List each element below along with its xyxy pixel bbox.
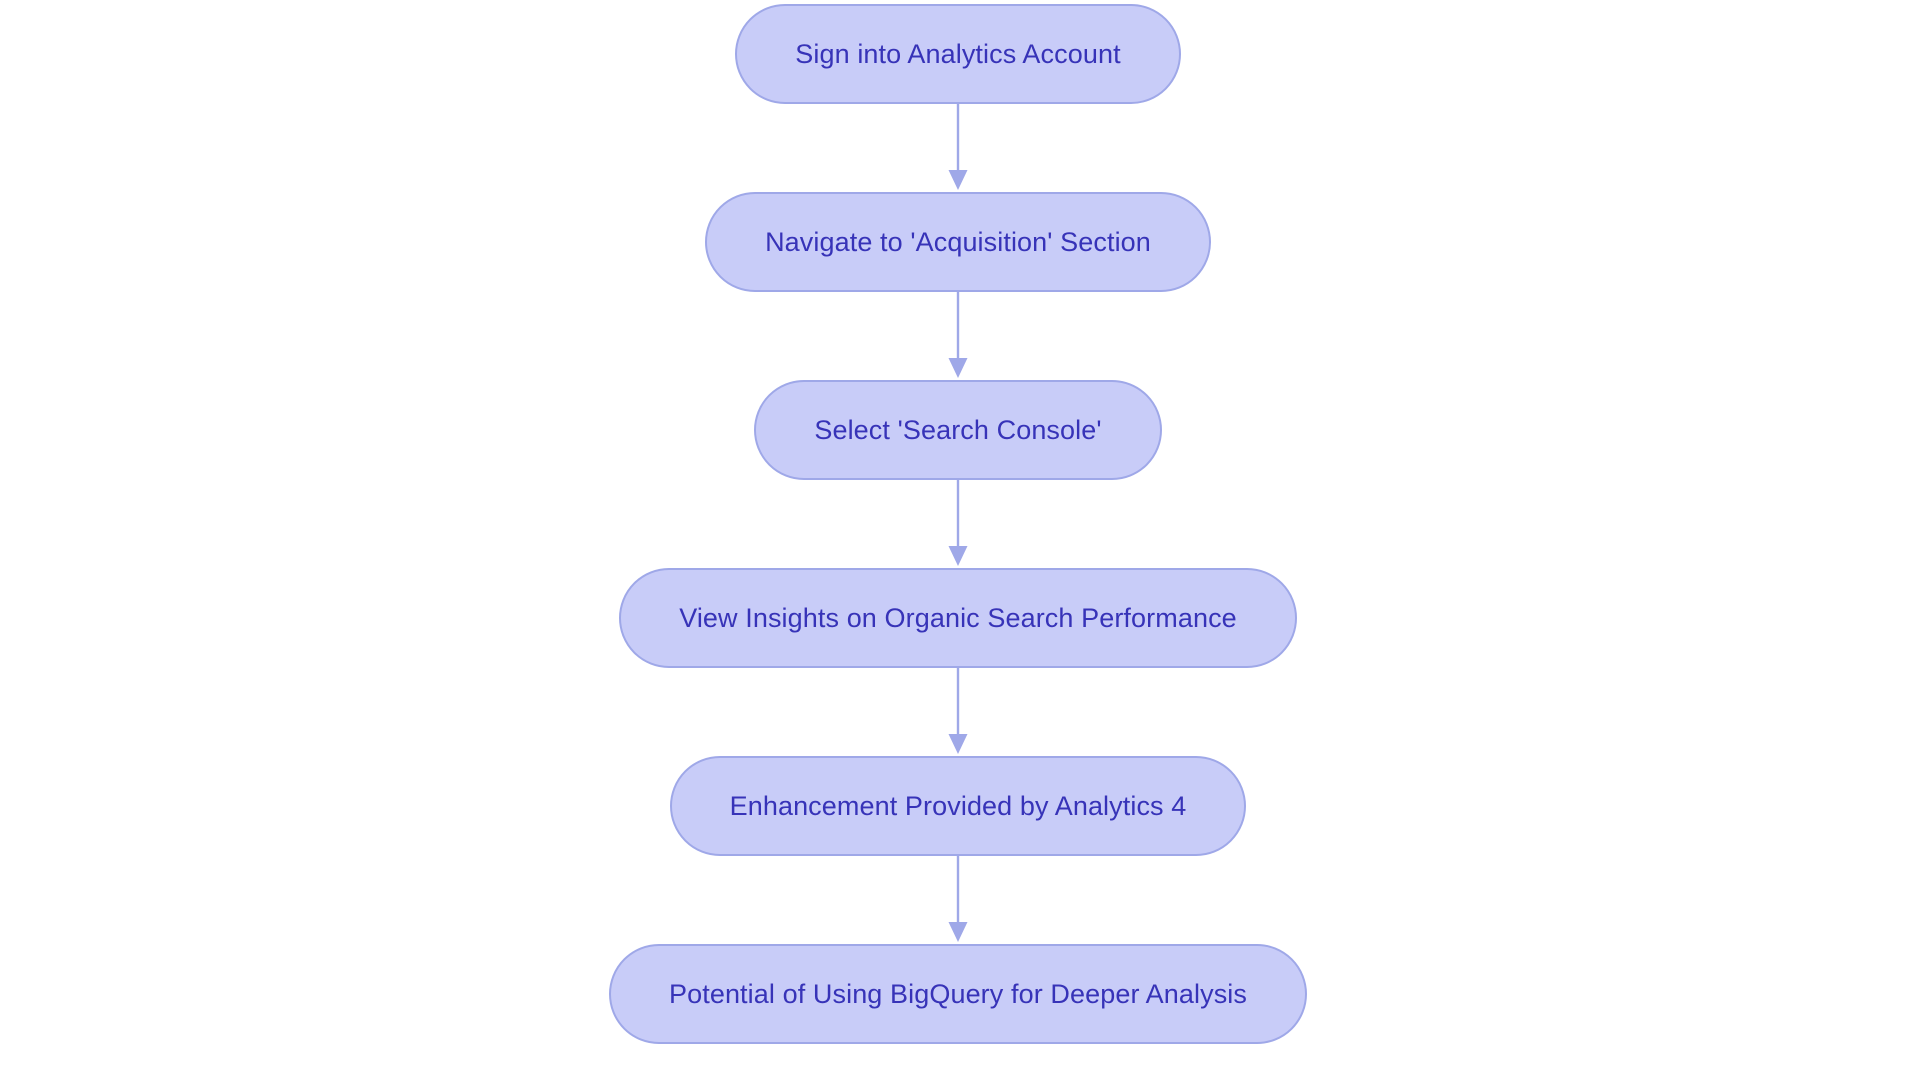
flowchart-node-potential-of-using-bigquery-for-deeper-analysis[interactable]: Potential of Using BigQuery for Deeper A… [609, 944, 1307, 1044]
flowchart-node-enhancement-provided-by-analytics-4[interactable]: Enhancement Provided by Analytics 4 [669, 756, 1247, 856]
flowchart-node-label: View Insights on Organic Search Performa… [679, 602, 1237, 633]
down-arrow-icon [948, 104, 968, 190]
flowchart-node-label: Select 'Search Console' [814, 414, 1102, 445]
flowchart-node-label: Sign into Analytics Account [795, 38, 1121, 69]
flowchart-connector-arrow-4 [946, 668, 970, 756]
down-arrow-icon [948, 292, 968, 378]
down-arrow-icon [948, 480, 968, 566]
flowchart-connector-arrow-1 [946, 104, 970, 192]
flowchart-connector-arrow-2 [946, 292, 970, 380]
flowchart-node-select-search-console[interactable]: Select 'Search Console' [754, 380, 1162, 480]
flowchart-node-navigate-to-acquisition-section[interactable]: Navigate to 'Acquisition' Section [705, 192, 1211, 292]
flowchart-node-label: Navigate to 'Acquisition' Section [765, 226, 1151, 257]
flowchart-node-view-insights-on-organic-search-performance[interactable]: View Insights on Organic Search Performa… [619, 568, 1297, 668]
flowchart-node-label: Enhancement Provided by Analytics 4 [729, 790, 1187, 821]
down-arrow-icon [948, 668, 968, 754]
flowchart-connector-arrow-3 [946, 480, 970, 568]
flowchart-node-label: Potential of Using BigQuery for Deeper A… [669, 978, 1247, 1009]
down-arrow-icon [948, 856, 968, 942]
flowchart-node-sign-into-analytics-account[interactable]: Sign into Analytics Account [735, 4, 1181, 104]
flowchart-connector-arrow-5 [946, 856, 970, 944]
